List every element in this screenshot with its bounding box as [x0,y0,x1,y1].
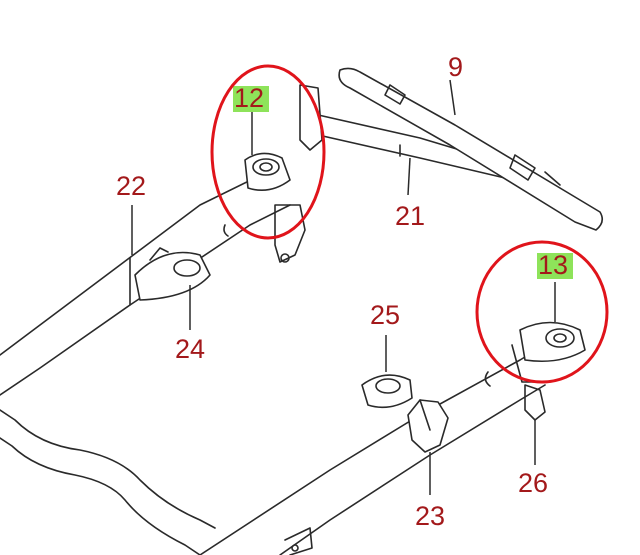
leader-21 [407,157,411,196]
part-label-23: 23 [415,501,445,531]
circle-mark-13 [475,240,609,384]
circle-mark-12 [210,64,326,240]
part-label-25: 25 [370,300,400,330]
highlight-13 [537,253,573,279]
part-label-24: 24 [175,334,205,364]
part-label-21: 21 [395,201,425,231]
part-label-26: 26 [518,468,548,498]
highlight-12 [233,86,269,112]
part-label-9: 9 [448,52,463,82]
leader-9 [449,79,456,116]
part-label-13: 13 [538,250,568,280]
part-label-22: 22 [116,171,146,201]
frame-drawing [0,67,604,555]
part-label-12: 12 [234,83,264,113]
leader-lines [131,79,556,495]
